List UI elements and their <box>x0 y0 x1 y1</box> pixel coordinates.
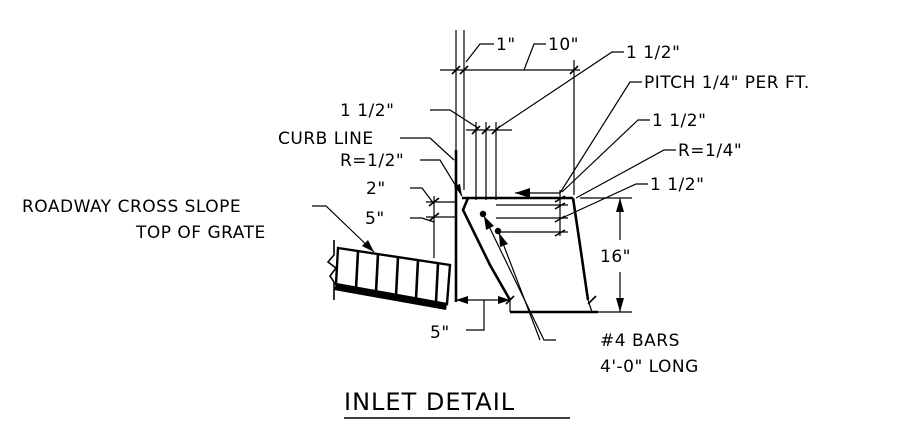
grate-bar-3 <box>394 256 400 297</box>
leader-bar-1 <box>483 215 556 341</box>
rebar-dot-2 <box>494 227 502 235</box>
leader-r-quarter <box>575 149 676 199</box>
tick-1 <box>451 65 461 75</box>
label-5in-left: 5" <box>365 209 385 229</box>
grate-bar-4 <box>414 259 420 300</box>
label-roadway-line1: ROADWAY CROSS SLOPE <box>22 197 241 217</box>
leader-5in <box>410 217 435 223</box>
top-dimensions <box>430 30 624 200</box>
dim-5-arrow-left <box>456 296 468 304</box>
tick-bottom-r <box>587 295 597 305</box>
inlet-bottom-right-tick <box>587 299 593 313</box>
leader-5-bottom <box>466 300 485 331</box>
label-1-5-top: 1 1/2" <box>626 43 680 63</box>
tick-l1 <box>428 197 440 207</box>
left-dimensions <box>400 137 463 258</box>
label-1-5-left: 1 1/2" <box>340 101 394 121</box>
tick-r2 <box>554 202 566 210</box>
label-r-quarter: R=1/4" <box>678 141 742 161</box>
label-r-half: R=1/2" <box>340 151 404 171</box>
label-16in: 16" <box>600 247 631 267</box>
bar-arrow-2 <box>499 233 508 247</box>
label-5in-bottom: 5" <box>430 323 450 343</box>
label-10in: 10" <box>548 35 579 55</box>
leader-r-half <box>420 159 463 197</box>
leader-1-5-right2 <box>561 183 648 219</box>
label-roadway-line2: TOP OF GRATE <box>135 223 266 243</box>
grate-break-line <box>326 240 338 300</box>
pitch-leader <box>515 81 642 194</box>
leader-1-5-left <box>430 109 479 129</box>
leader-1-5-top <box>497 51 624 129</box>
bar-arrow-1 <box>484 216 494 230</box>
label-1-5-right: 1 1/2" <box>652 111 706 131</box>
label-1-5-right2: 1 1/2" <box>650 175 704 195</box>
label-pitch: PITCH 1/4" PER FT. <box>644 73 810 93</box>
grate-bar-2 <box>374 253 380 293</box>
grate-bar-1 <box>354 250 360 290</box>
drawing-title: INLET DETAIL <box>344 388 515 416</box>
grate-section <box>326 240 452 310</box>
leader-bar-2 <box>498 232 541 341</box>
leader-2in <box>410 187 435 205</box>
leader-roadway <box>312 205 375 253</box>
label-bars-line2: 4'-0" LONG <box>600 357 699 377</box>
dim-16-arrow-bottom <box>616 298 624 312</box>
label-1in: 1" <box>496 35 516 55</box>
inlet-left-sloped-edge <box>461 197 512 301</box>
pitch-arrowhead <box>515 188 530 198</box>
pitch-arrow <box>515 81 642 198</box>
leader-1in <box>465 43 494 63</box>
tick-l2 <box>428 212 440 222</box>
tick-4 <box>471 125 481 135</box>
tick-r4 <box>554 229 566 237</box>
tick-r1 <box>554 195 566 203</box>
right-dimensions <box>496 119 676 313</box>
grate-bar-5 <box>434 262 440 303</box>
tick-2 <box>459 65 469 75</box>
leader-curb-line <box>400 137 455 161</box>
tick-3 <box>569 65 579 75</box>
label-bars-line1: #4 BARS <box>600 331 680 351</box>
r-half-arrow <box>454 184 462 196</box>
grate-bottom-hatch <box>334 284 447 310</box>
dim-16-arrow-top <box>616 198 624 212</box>
label-curb-line: CURB LINE <box>278 129 374 149</box>
dim-5-arrow-right <box>498 296 510 304</box>
tick-5 <box>481 125 491 135</box>
inlet-right-edge <box>571 197 590 301</box>
leader-10in <box>523 43 546 71</box>
roadway-arrow <box>362 240 374 252</box>
inlet-section-outline <box>454 150 598 314</box>
leader-1-5-right <box>561 119 650 193</box>
label-2in: 2" <box>366 179 386 199</box>
rebar-dot-1 <box>479 210 487 218</box>
bottom-dimension <box>456 296 510 331</box>
